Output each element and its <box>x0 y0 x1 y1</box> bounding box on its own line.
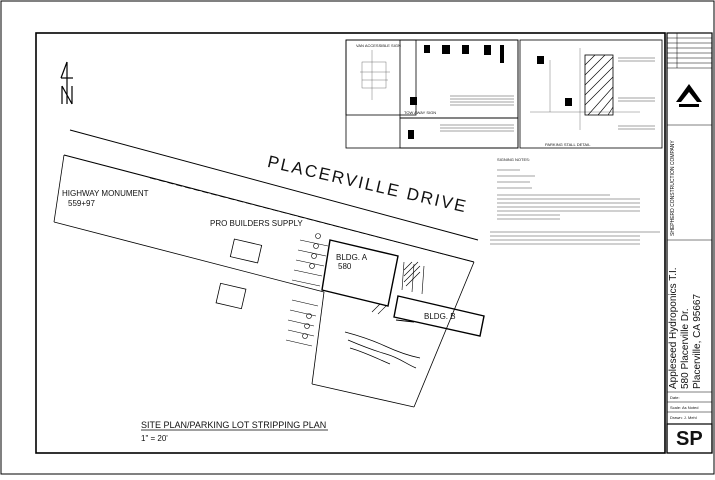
scale-label: Scale: As Noted <box>670 405 699 410</box>
tow-away-heading: TOW AWAY SIGN <box>404 110 437 115</box>
ramp-hatch <box>371 261 421 315</box>
stall-markers <box>302 233 321 339</box>
building-b-outline <box>393 295 485 337</box>
detail-boxes <box>345 39 663 149</box>
stall-hatch-frame <box>584 54 614 116</box>
neighbor-buildings <box>215 238 263 310</box>
building-a-number: 580 <box>338 262 352 271</box>
date-label: Date: <box>670 395 680 400</box>
building-b-label: BLDG. B <box>424 312 456 321</box>
accessible-sign-symbols <box>408 45 572 139</box>
road-edges <box>63 129 479 263</box>
neighbor-label: PRO BUILDERS SUPPLY <box>210 219 303 228</box>
building-a-outline <box>321 239 399 307</box>
note-text-lines <box>440 57 660 245</box>
parking-detail-heading: PARKING STALL DETAIL <box>545 142 591 147</box>
leader-arrow <box>395 319 415 323</box>
company-logo-icon <box>676 84 702 107</box>
plan-scale: 1" = 20' <box>141 434 168 443</box>
project-city: Placerville, CA 95667 <box>692 293 703 389</box>
property-lines <box>53 154 475 408</box>
company-name: SHEPHERD CONSTRUCTION COMPANY <box>670 140 676 236</box>
project-name: Appleseed Hydroponics T.I. <box>668 267 679 389</box>
plan-title: SITE PLAN/PARKING LOT STRIPPING PLAN <box>141 420 327 430</box>
site-notes-heading: SIGNING NOTES: <box>497 157 530 162</box>
monument-label: HIGHWAY MONUMENT <box>62 189 149 198</box>
van-sign-heading: VAN ACCESSIBLE SIGN <box>356 43 401 48</box>
project-address: 580 Placerville Dr. <box>680 308 691 389</box>
sheet-id: SP <box>676 428 703 450</box>
stall-hatching <box>584 54 614 116</box>
monument-station: 559+97 <box>68 199 95 208</box>
drawn-by-label: Drawn: J. Mehl <box>670 415 697 420</box>
drawing-border <box>35 32 666 454</box>
sheet-id-box <box>666 423 713 454</box>
drainage-line <box>344 331 421 369</box>
parking-stalls <box>285 239 425 347</box>
north-arrow-icon <box>60 61 73 105</box>
building-a-label: BLDG. A <box>336 253 368 262</box>
